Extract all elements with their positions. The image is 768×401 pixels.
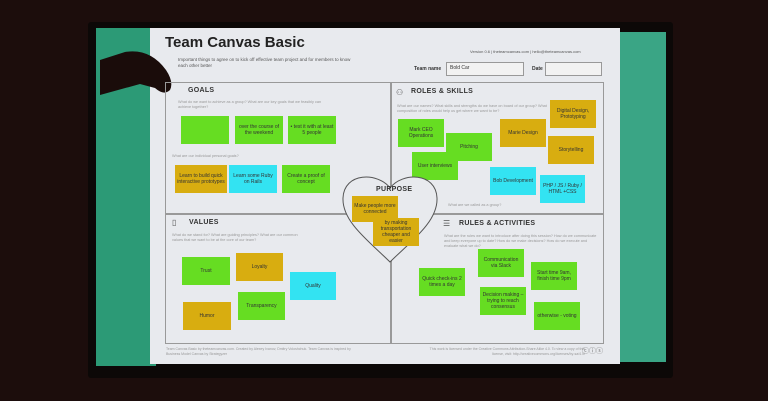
- sticky-note[interactable]: Learn to build quick interactive prototy…: [175, 165, 227, 193]
- sticky-note[interactable]: Start time 9am, finish time 9pm: [531, 262, 577, 290]
- sticky-note[interactable]: Create a proof of concept: [282, 165, 330, 193]
- sticky-note[interactable]: Decision making – trying to reach consen…: [480, 287, 526, 315]
- values-section: [165, 214, 391, 344]
- purpose-title: PURPOSE: [376, 186, 413, 193]
- sticky-note[interactable]: by making transportation cheaper and eas…: [373, 218, 419, 246]
- sticky-note[interactable]: • test it with at least 5 people: [288, 116, 336, 144]
- goals-question: What do we want to achieve as a group? W…: [178, 100, 322, 109]
- sticky-note[interactable]: Trust: [182, 257, 230, 285]
- sticky-note[interactable]: Bob Development: [490, 167, 536, 195]
- sticky-note[interactable]: Quality: [290, 272, 336, 300]
- values-question: What do we stand for? What are guiding p…: [172, 233, 298, 242]
- footer-credits: Team Canvas Basic by theteamcanvas.com. …: [166, 347, 351, 356]
- date-input[interactable]: [545, 62, 602, 76]
- list-icon: ☰: [443, 219, 451, 228]
- team-name-label: Team name: [414, 66, 442, 72]
- sticky-note[interactable]: User interviews: [412, 152, 458, 180]
- sticky-note[interactable]: Make people more connected: [352, 196, 398, 222]
- goals-personal-question: What are our individual personal goals?: [172, 154, 239, 158]
- cc-license-icons: ⓒⓘⓢ: [582, 348, 603, 355]
- sticky-note[interactable]: otherwise - voting: [534, 302, 580, 330]
- date-label: Date: [532, 66, 543, 72]
- goals-title: GOALS: [188, 87, 215, 94]
- sticky-note[interactable]: PHP / JS / Ruby / HTML +CSS: [540, 175, 585, 203]
- page-title: Team Canvas Basic: [165, 34, 305, 51]
- sticky-note[interactable]: Loyalty: [236, 253, 283, 281]
- pointing-hand: [100, 51, 172, 95]
- sticky-note[interactable]: Communication via Slack: [478, 249, 524, 277]
- sticky-note[interactable]: Mark CEO Operations: [398, 119, 444, 147]
- sticky-note[interactable]: Humor: [183, 302, 231, 330]
- roles-section: [391, 82, 604, 214]
- cup-icon: ▯: [172, 218, 177, 227]
- sticky-note[interactable]: Marie Design: [500, 119, 546, 147]
- sticky-note[interactable]: over the course of the weekend: [235, 116, 283, 144]
- roles-question: What are our names? What skills and stre…: [397, 104, 547, 113]
- roles-title: ROLES & SKILLS: [411, 88, 474, 95]
- screen-background-right: [616, 32, 666, 362]
- team-name-input[interactable]: Bold Car: [446, 62, 524, 76]
- version-info: Version 0.6 | theteamcanvas.com | hello@…: [470, 49, 581, 54]
- values-title: VALUES: [189, 219, 219, 226]
- page-subtitle: Important things to agree on to kick off…: [178, 57, 351, 68]
- rules-title: RULES & ACTIVITIES: [459, 220, 536, 227]
- goals-section: [165, 82, 391, 214]
- rules-section: [391, 214, 604, 344]
- sticky-note[interactable]: Digital Design, Prototyping: [550, 100, 596, 128]
- group-name-question: What are we called as a group?: [448, 203, 502, 207]
- sticky-note[interactable]: Quick check-ins 2 times a day: [419, 268, 465, 296]
- footer-license: This work is licensed under the Creative…: [429, 347, 585, 356]
- sticky-note[interactable]: Learn some Ruby on Rails: [229, 165, 277, 193]
- rules-question: What are the rules we want to introduce …: [444, 234, 597, 248]
- sticky-note[interactable]: Transparency: [238, 292, 285, 320]
- sticky-note[interactable]: Storytelling: [548, 136, 594, 164]
- people-icon: ⚇: [396, 88, 404, 97]
- sticky-note[interactable]: [181, 116, 229, 144]
